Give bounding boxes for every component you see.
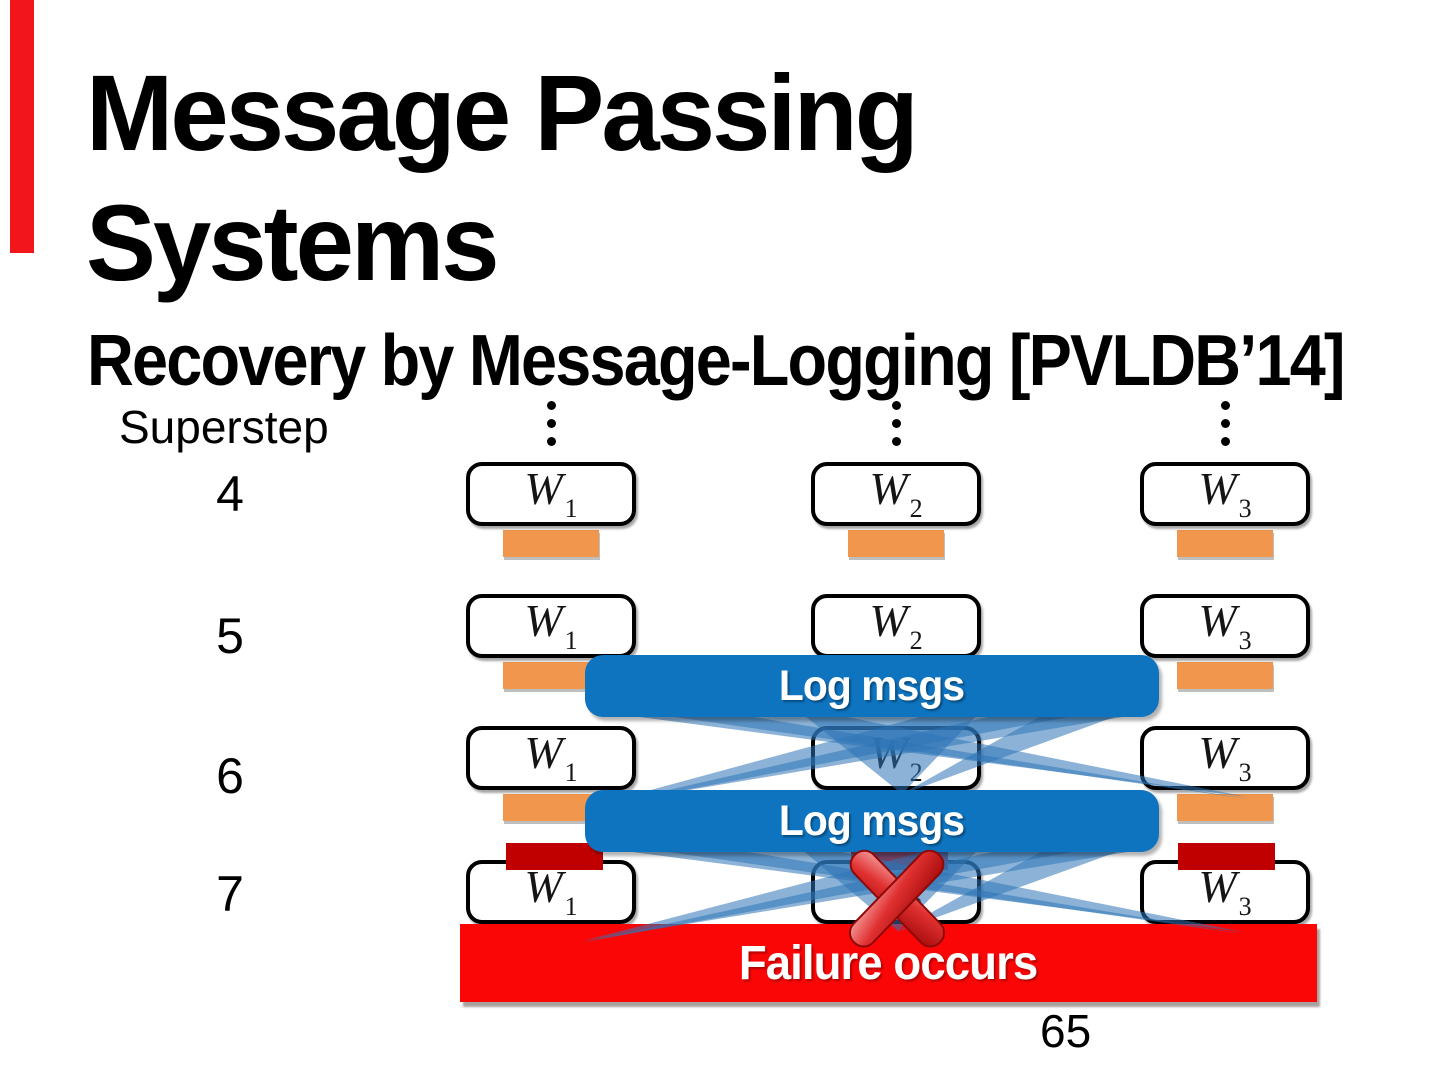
worker-label: W1 <box>524 727 578 787</box>
worker-label: W1 <box>524 463 578 523</box>
worker-label: W2 <box>869 463 923 523</box>
worker-box-w3-step6: W3 <box>1140 726 1310 790</box>
superstep-number-6: 6 <box>216 748 244 804</box>
slide-title: Message Passing Systems <box>86 48 919 307</box>
slide-subtitle: Recovery by Message-Logging [PVLDB’14] <box>87 321 1346 401</box>
superstep-axis-label: Superstep <box>119 401 329 453</box>
log-msgs-label: Log msgs <box>779 796 965 845</box>
compute-bar <box>503 662 599 689</box>
worker-label: W3 <box>1198 861 1252 921</box>
corner-red-bar <box>10 0 34 253</box>
worker-label: W2 <box>869 727 923 787</box>
failure-banner-label: Failure occurs <box>739 936 1038 990</box>
worker-label: W3 <box>1198 463 1252 523</box>
compute-bar <box>503 530 599 557</box>
worker-label: W2 <box>869 595 923 655</box>
vertical-ellipsis-icon <box>547 401 556 455</box>
worker-box-w1-step6: W1 <box>466 726 636 790</box>
worker-box-w2-step6: W2 <box>811 726 981 790</box>
worker-label: W1 <box>524 861 578 921</box>
logged-bar <box>1178 843 1275 870</box>
compute-bar <box>1177 794 1273 821</box>
worker-label: W1 <box>524 595 578 655</box>
superstep-number-7: 7 <box>216 866 244 922</box>
vertical-ellipsis-icon <box>1221 401 1230 455</box>
log-msgs-banner-2: Log msgs <box>585 790 1159 852</box>
worker-box-w1-step4: W1 <box>466 462 636 526</box>
worker-label: W3 <box>1198 727 1252 787</box>
failure-banner: Failure occurs <box>460 924 1317 1002</box>
compute-bar <box>1177 662 1273 689</box>
log-msgs-label: Log msgs <box>779 661 965 710</box>
compute-bar <box>503 794 599 821</box>
page-number: 65 <box>1040 1005 1092 1057</box>
worker-box-w2-step5: W2 <box>811 594 981 658</box>
title-line-2: Systems <box>86 181 500 303</box>
worker-label: W2 <box>869 861 923 921</box>
worker-box-w2-step4: W2 <box>811 462 981 526</box>
log-msgs-banner-1: Log msgs <box>585 655 1159 717</box>
worker-box-w3-step5: W3 <box>1140 594 1310 658</box>
superstep-number-4: 4 <box>216 466 244 522</box>
compute-bar <box>1177 530 1273 557</box>
title-line-1: Message Passing <box>86 52 919 173</box>
logged-bar <box>506 843 603 870</box>
worker-label: W3 <box>1198 595 1252 655</box>
worker-box-w1-step5: W1 <box>466 594 636 658</box>
superstep-number-5: 5 <box>216 608 244 664</box>
vertical-ellipsis-icon <box>892 401 901 455</box>
compute-bar <box>848 530 944 557</box>
worker-box-w3-step4: W3 <box>1140 462 1310 526</box>
